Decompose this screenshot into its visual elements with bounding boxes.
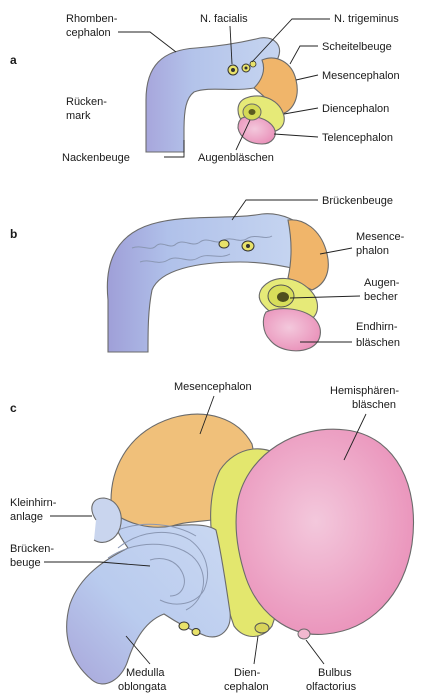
label-brueckenbeuge-c-line2: beuge xyxy=(10,557,41,569)
optic-stalk-c xyxy=(255,623,269,633)
label-bulbus-line1: Bulbus xyxy=(318,667,352,679)
mesencephalon-b xyxy=(288,220,328,290)
leader-telencephalon-a xyxy=(274,134,318,137)
bulbus-olfactorius-c xyxy=(298,629,310,639)
label-telencephalon-a: Telencephalon xyxy=(322,132,393,144)
leader-rhombencephalon xyxy=(118,32,176,52)
label-rueckenmark-line2: mark xyxy=(66,110,91,122)
label-hemisphaeren-line2: bläschen xyxy=(352,399,396,411)
label-diencephalon-c-line1: Dien- xyxy=(234,667,261,679)
label-hemisphaeren-line1: Hemisphären- xyxy=(330,385,399,397)
nerve-root-c2 xyxy=(192,629,200,636)
leader-diencephalon-c xyxy=(254,636,258,664)
label-diencephalon-a: Diencephalon xyxy=(322,103,389,115)
panel-letter-c: c xyxy=(10,401,17,415)
label-rhombencephalon-line1: Rhomben- xyxy=(66,13,118,25)
label-medulla-line2: oblongata xyxy=(118,681,167,693)
label-brueckenbeuge-b: Brückenbeuge xyxy=(322,195,393,207)
label-mesencephalon-c: Mesencephalon xyxy=(174,381,252,393)
label-scheitelbeuge: Scheitelbeuge xyxy=(322,41,392,53)
label-n-facialis: N. facialis xyxy=(200,13,248,25)
label-nackenbeuge: Nackenbeuge xyxy=(62,152,130,164)
label-endhirn-line2: bläschen xyxy=(356,337,400,349)
label-rueckenmark-line1: Rücken- xyxy=(66,96,107,108)
label-kleinhirn-line1: Kleinhirn- xyxy=(10,497,57,509)
panel-a: a Rhomben- cephalon N. facialis N. t xyxy=(10,13,400,164)
label-augenbecher-line1: Augen- xyxy=(364,277,400,289)
leader-bulbus xyxy=(306,640,324,664)
hemisphaerenblaeschen-c xyxy=(236,429,413,634)
panel-c: c Mesencephalon Hemi xyxy=(10,381,414,693)
label-diencephalon-c-line2: cephalon xyxy=(224,681,269,693)
panel-letter-a: a xyxy=(10,53,17,67)
embryo-brain-a xyxy=(146,38,297,152)
panel-b: b Brückenbeuge Mesence- phalon Aug xyxy=(10,195,405,352)
label-augenblaeschen: Augenbläschen xyxy=(198,152,274,164)
label-medulla-line1: Medulla xyxy=(126,667,165,679)
cranial-nerve-root-b1 xyxy=(219,240,229,248)
label-mesencephalon-b-line2: phalon xyxy=(356,245,389,257)
label-brueckenbeuge-c-line1: Brücken- xyxy=(10,543,54,555)
embryo-brain-c xyxy=(67,414,414,684)
label-mesencephalon-a: Mesencephalon xyxy=(322,70,400,82)
rhombencephalon-c xyxy=(67,512,231,684)
kleinhirnanlage-c xyxy=(92,498,121,542)
panel-letter-b: b xyxy=(10,227,17,241)
leader-mesencephalon-a xyxy=(296,75,318,80)
label-augenbecher-line2: becher xyxy=(364,291,398,303)
label-n-trigeminus: N. trigeminus xyxy=(334,13,399,25)
leader-scheitelbeuge xyxy=(290,46,318,64)
label-kleinhirn-line2: anlage xyxy=(10,511,43,523)
label-mesencephalon-b-line1: Mesence- xyxy=(356,231,405,243)
label-bulbus-line2: olfactorius xyxy=(306,681,357,693)
label-endhirn-line1: Endhirn- xyxy=(356,321,398,333)
label-rhombencephalon-line2: cephalon xyxy=(66,27,111,39)
embryo-brain-b xyxy=(107,214,328,352)
nerve-root-c1 xyxy=(179,622,189,630)
